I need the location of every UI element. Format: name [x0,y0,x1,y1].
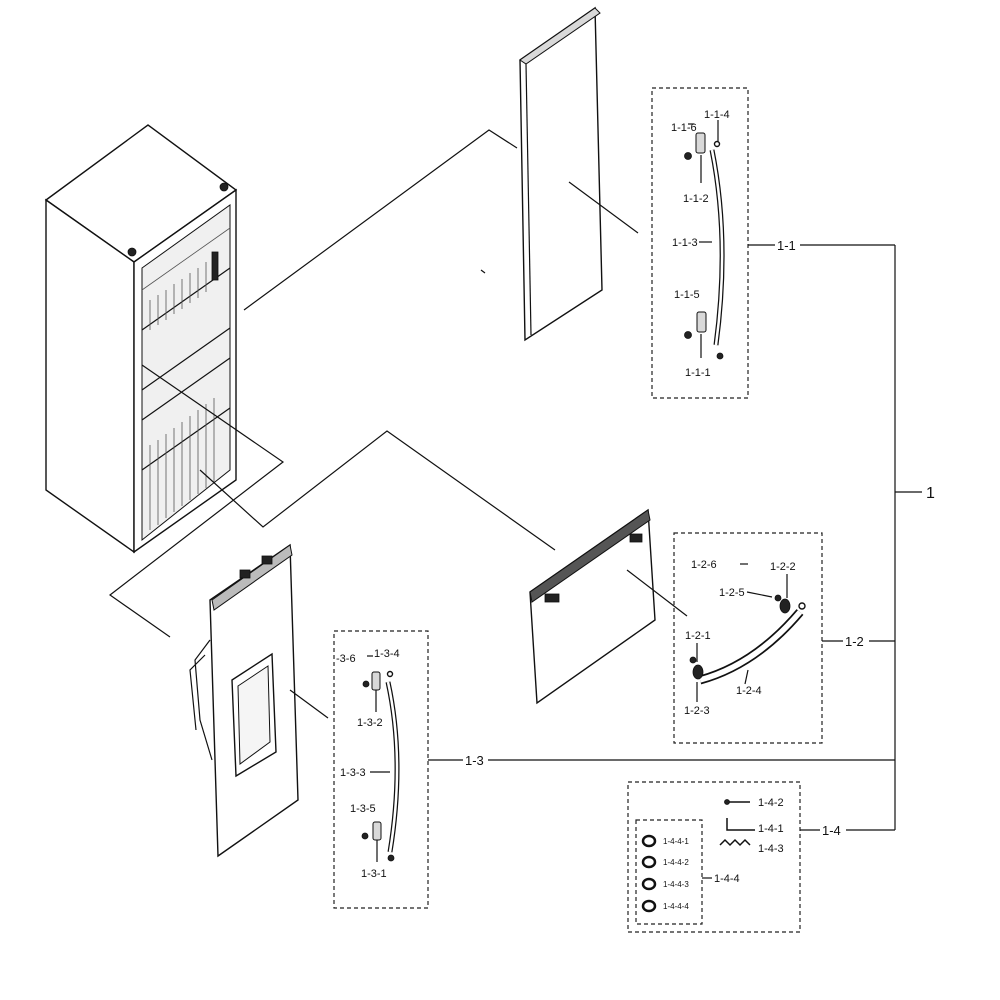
label-1-3-4: 1-3-4 [374,648,400,660]
label-1-4-4-1: 1-4-4-1 [663,837,689,846]
handle-assembly-1-3 [361,655,400,862]
label-1-4: 1-4 [822,823,841,838]
label-1-4-1: 1-4-1 [758,823,784,835]
label-1-2: 1-2 [845,634,864,649]
label-1-2-3: 1-2-3 [684,705,710,717]
handle-assembly-1-2 [689,563,806,685]
upper-fridge-door [519,6,639,342]
sub-box-1-4-4 [635,819,703,925]
hierarchy-lines [428,244,922,831]
label-1-4-4-3: 1-4-4-3 [663,880,689,889]
label-1-1-4: 1-1-4 [704,109,730,121]
label-1-1-6: 1-1-6 [671,122,697,134]
label-1-2-6: 1-2-6 [691,559,717,571]
label-1-1-1: 1-1-1 [685,367,711,379]
label-1-4-4: 1-4-4 [714,873,740,885]
label-1-3-6: -3-6 [336,653,356,665]
label-1-3-3: 1-3-3 [340,767,366,779]
right-freezer-door [529,508,688,705]
cabinet-control-panel [211,251,219,281]
label-1-2-1: 1-2-1 [685,630,711,642]
label-1-4-2: 1-4-2 [758,797,784,809]
label-1-2-5: 1-2-5 [719,587,745,599]
group-box-1-3 [333,630,429,909]
label-1-3: 1-3 [465,753,484,768]
group-box-1-2 [673,532,823,744]
label-1-4-4-4: 1-4-4-4 [663,902,689,911]
label-1-4-4-2: 1-4-4-2 [663,858,689,867]
leader-right-freezer-door [199,430,556,551]
label-1-4-3: 1-4-3 [758,843,784,855]
leader-left-freezer-door [108,364,285,638]
handle-assembly-1-1 [684,123,725,360]
label-1-2-4: 1-2-4 [736,685,762,697]
label-root-1: 1 [926,485,935,502]
hardware-kit-1-4 [641,799,755,913]
label-1-3-5: 1-3-5 [350,803,376,815]
label-1-3-2: 1-3-2 [357,717,383,729]
label-1-1-3: 1-1-3 [672,237,698,249]
label-1-3-1: 1-3-1 [361,868,387,880]
left-freezer-door [189,543,329,858]
label-1-1-2: 1-1-2 [683,193,709,205]
refrigerator-cabinet [44,124,238,554]
leader-upper-door [243,129,518,311]
group-box-1-4 [627,781,801,933]
label-1-2-2: 1-2-2 [770,561,796,573]
label-1-1-5: 1-1-5 [674,289,700,301]
label-1-1: 1-1 [777,238,796,253]
